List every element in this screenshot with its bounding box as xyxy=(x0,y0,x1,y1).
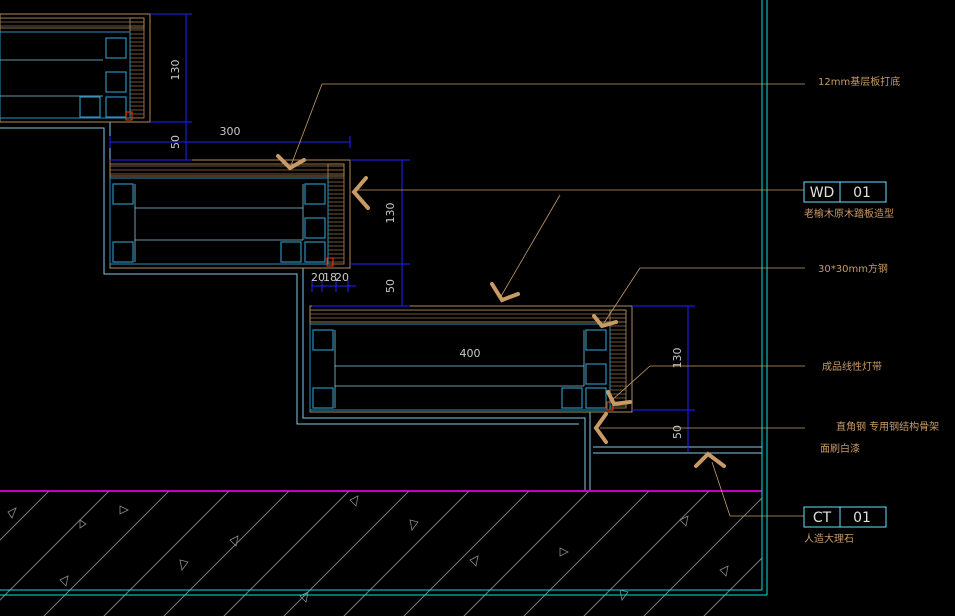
tag-wd-code: WD xyxy=(810,185,835,201)
step-top xyxy=(0,13,151,123)
annotation-text: 12mm基层板打底 老榆木原木踏板造型 30*30mm方钢 成品线性灯带 直角钢… xyxy=(804,75,939,545)
dimension-text: 130 50 300 130 20 18 20 50 400 130 50 xyxy=(169,60,684,440)
note-square-tube: 30*30mm方钢 xyxy=(818,262,888,275)
arrow-plywood-icon xyxy=(276,154,306,171)
tag-ct[interactable]: CT 01 xyxy=(803,506,887,528)
arrow-marble-icon xyxy=(694,451,726,468)
dim-mid-height: 130 xyxy=(384,203,397,224)
note-steel-frame: 直角钢 专用钢结构骨架 xyxy=(836,420,939,433)
callout-arrows xyxy=(276,154,726,468)
tag-wd[interactable]: WD 01 xyxy=(803,181,887,203)
note-marble: 人造大理石 xyxy=(804,532,854,545)
note-led-strip: 成品线性灯带 xyxy=(822,360,882,373)
tag-ct-code: CT xyxy=(813,510,832,526)
note-plywood: 12mm基层板打底 xyxy=(818,75,900,88)
dim-top-height: 130 xyxy=(169,60,182,81)
arrow-tread-icon xyxy=(490,282,520,303)
dimension-lines xyxy=(109,13,695,452)
dim-step-300: 300 xyxy=(220,125,241,138)
stair-structure-inner xyxy=(589,412,762,490)
dim-20-a: 20 xyxy=(311,271,325,284)
arrow-led-icon xyxy=(606,390,632,407)
arrow-tube-icon xyxy=(592,314,618,329)
step-low xyxy=(309,305,633,413)
dim-low-height: 130 xyxy=(671,348,684,369)
ground-hatch xyxy=(0,491,762,616)
dim-gap-50-a: 50 xyxy=(169,135,182,149)
note-finish: 面刷白漆 xyxy=(820,442,860,455)
arrow-frame-icon xyxy=(593,412,608,444)
leader-lines xyxy=(289,83,805,517)
dim-18: 18 xyxy=(323,271,337,284)
dim-gap-50-c: 50 xyxy=(671,425,684,439)
dim-gap-50-b: 50 xyxy=(384,279,397,293)
aggregate-marks xyxy=(7,495,729,603)
tag-wd-number: 01 xyxy=(853,185,871,201)
dim-20-b: 20 xyxy=(335,271,349,284)
dim-width-400: 400 xyxy=(460,347,481,360)
sheet-border xyxy=(0,0,768,596)
note-profile: 老榆木原木踏板造型 xyxy=(804,207,894,220)
step-middle xyxy=(109,159,351,269)
tag-ct-number: 01 xyxy=(853,510,871,526)
arrow-profile-icon xyxy=(351,176,370,210)
ground-section xyxy=(0,490,762,616)
